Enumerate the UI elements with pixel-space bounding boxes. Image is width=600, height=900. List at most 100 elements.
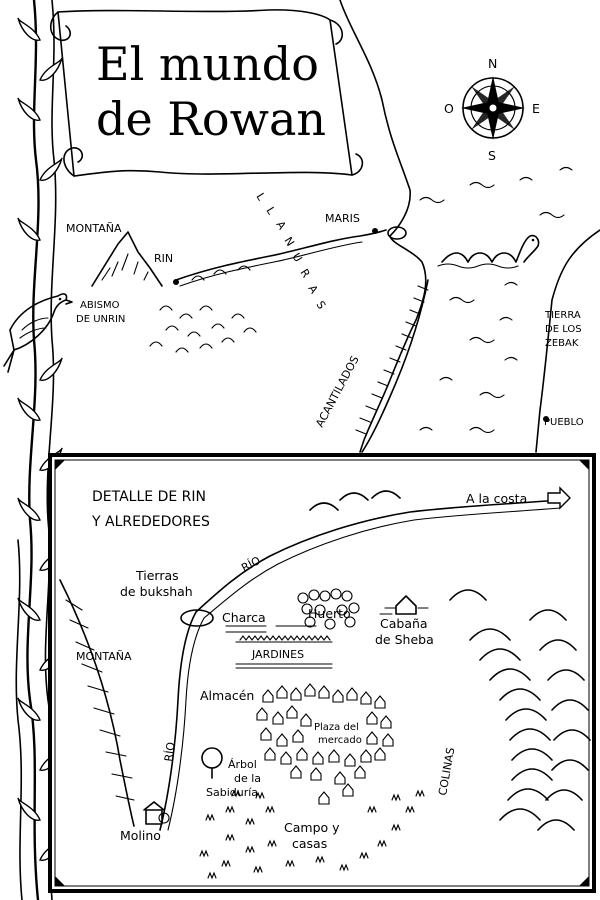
town-marker	[543, 416, 549, 422]
house-icon	[290, 687, 302, 701]
label-zebak-1: TIERRA	[544, 310, 581, 321]
arrow-right-icon	[547, 486, 571, 510]
label-fields-2: casas	[292, 836, 327, 851]
house-icon	[312, 751, 324, 765]
plains-letter: N	[281, 235, 296, 249]
field-mark	[245, 817, 255, 826]
field-mark	[231, 789, 241, 798]
field-mark	[405, 805, 415, 814]
cliffs-hatching	[355, 279, 429, 453]
house-icon	[264, 747, 276, 761]
title-line1: El mundo	[96, 37, 319, 91]
plains-letter: U	[289, 251, 304, 265]
house-icon	[366, 711, 378, 725]
compass-west: O	[444, 101, 454, 116]
label-abyss-2: DE UNRIN	[76, 314, 125, 325]
leaf-icon	[39, 57, 63, 81]
compass-east: E	[532, 101, 540, 116]
inset-river	[159, 486, 571, 831]
house-icon	[380, 715, 392, 729]
sea-serpent-icon	[437, 234, 540, 269]
hills-world	[149, 265, 257, 353]
label-zebak-2: DE LOS	[545, 324, 582, 335]
house-icon	[360, 691, 372, 705]
label-orchard: Huerto	[308, 606, 351, 621]
house-icon	[260, 727, 272, 741]
label-town: PUEBLO	[544, 417, 584, 428]
mill-icon	[143, 801, 170, 825]
label-mountain-inset: MONTAÑA	[76, 650, 132, 663]
inset-heading-line2: Y ALREDEDORES	[91, 514, 210, 530]
house-icon	[318, 685, 330, 699]
field-mark	[359, 851, 369, 860]
inset-frame	[48, 453, 596, 893]
label-tree-3: Sabiduría	[206, 786, 258, 799]
house-icon	[276, 733, 288, 747]
label-tree-1: Árbol	[228, 758, 257, 771]
house-icon	[304, 683, 316, 697]
label-gardens: JARDINES	[251, 648, 304, 661]
leaf-icon	[17, 797, 41, 821]
label-river-left: RÍO	[162, 741, 178, 763]
field-mark	[207, 871, 217, 880]
title-line2: de Rowan	[96, 92, 326, 146]
sheba-cottage-icon	[379, 595, 429, 615]
house-icon	[360, 749, 372, 763]
leaf-icon	[39, 157, 63, 181]
market-houses	[256, 683, 394, 805]
plains-letter: S	[313, 299, 328, 312]
house-icon	[332, 689, 344, 703]
house-icon	[262, 689, 274, 703]
label-maris: MARIS	[325, 212, 360, 225]
mountain-icon	[91, 231, 179, 287]
house-icon	[342, 783, 354, 797]
house-icon	[344, 753, 356, 767]
label-mountain-world: MONTAÑA	[66, 222, 122, 235]
house-icon	[374, 747, 386, 761]
plains-letter: L	[263, 205, 278, 218]
label-to-coast: A la costa	[466, 491, 527, 506]
label-abyss-1: ABISMO	[80, 300, 120, 311]
title-scroll	[49, 9, 364, 177]
field-mark	[415, 789, 425, 798]
house-icon	[374, 695, 386, 709]
leaf-icon	[17, 17, 41, 41]
field-mark	[199, 849, 209, 858]
leaf-icon	[17, 497, 41, 521]
house-icon	[300, 713, 312, 727]
leaf-icon	[17, 597, 41, 621]
house-icon	[346, 687, 358, 701]
label-market-2: mercado	[318, 735, 362, 746]
leaf-icon	[17, 397, 41, 421]
house-icon	[256, 707, 268, 721]
maris-river	[175, 226, 407, 287]
leaf-icon	[17, 97, 41, 121]
label-bukshah-2: de bukshah	[120, 584, 193, 599]
plains-letter: A	[305, 283, 320, 297]
coastline	[339, 0, 600, 453]
field-mark	[267, 839, 277, 848]
house-icon	[296, 747, 308, 761]
house-icon	[290, 765, 302, 779]
field-mark	[255, 791, 265, 800]
leaf-icon	[17, 697, 41, 721]
house-icon	[272, 711, 284, 725]
field-mark	[253, 865, 263, 874]
field-mark	[285, 859, 295, 868]
plains-letter: L	[253, 191, 268, 204]
label-mill: Molino	[120, 828, 161, 843]
sea-waves	[419, 166, 573, 434]
field-mark	[225, 805, 235, 814]
plains-letter: R	[297, 267, 312, 281]
label-fields-1: Campo y	[284, 820, 340, 835]
label-sheba-2: de Sheba	[375, 632, 434, 647]
house-icon	[328, 749, 340, 763]
label-market-1: Plaza del	[314, 722, 359, 733]
plains-letter: A	[273, 219, 288, 233]
house-icon	[286, 705, 298, 719]
house-icon	[292, 729, 304, 743]
house-icon	[310, 767, 322, 781]
bird-icon	[3, 293, 73, 373]
house-icon	[382, 733, 394, 747]
